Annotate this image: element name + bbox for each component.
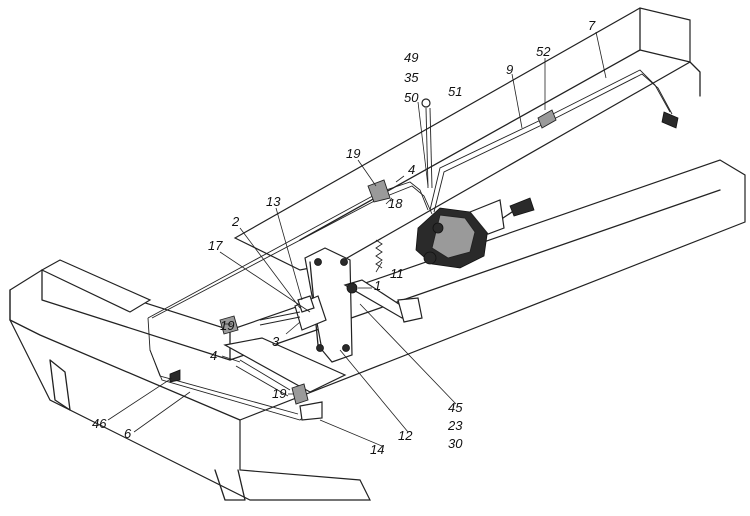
callout-11: 11 [390, 266, 404, 281]
callout-19-lower: 19 [272, 386, 286, 401]
callout-3: 3 [272, 334, 280, 349]
pedal-base-plate [223, 337, 347, 393]
callout-13: 13 [266, 194, 281, 209]
hose-4 [367, 179, 433, 215]
callout-50: 50 [404, 90, 419, 105]
callout-1: 1 [374, 278, 381, 293]
callout-30: 30 [448, 436, 463, 451]
front-cross-member [40, 259, 246, 501]
callout-labels: 49 35 50 51 9 52 7 19 4 18 13 2 17 11 1 … [92, 18, 596, 457]
callout-2: 2 [231, 214, 240, 229]
return-spring-11 [375, 239, 383, 269]
callout-18: 18 [388, 196, 403, 211]
callout-4-lower: 4 [210, 348, 217, 363]
pneumatic-booster [415, 197, 535, 269]
callout-19-middle: 19 [220, 318, 234, 333]
callout-4-upper: 4 [408, 162, 415, 177]
callout-9: 9 [506, 62, 513, 77]
callout-46: 46 [92, 416, 107, 431]
callout-35: 35 [404, 70, 419, 85]
callout-7: 7 [588, 18, 596, 33]
leader-lines [107, 31, 607, 447]
clutch-pedal-1 [343, 279, 423, 323]
callout-51: 51 [448, 84, 462, 99]
frame-side-member-right [233, 7, 701, 271]
fitting-19-lower [219, 315, 309, 405]
bleeder-valve-50 [421, 98, 433, 189]
bracket-14 [169, 369, 323, 421]
callout-19-upper: 19 [346, 146, 360, 161]
callout-52: 52 [536, 44, 551, 59]
callout-45: 45 [448, 400, 463, 415]
callout-14: 14 [370, 442, 384, 457]
pipeline-7 [429, 69, 679, 213]
callout-23: 23 [447, 418, 463, 433]
fitting-52 [537, 109, 557, 129]
callout-17: 17 [208, 238, 223, 253]
callout-6: 6 [124, 426, 132, 441]
callout-49: 49 [404, 50, 418, 65]
callout-12: 12 [398, 428, 413, 443]
